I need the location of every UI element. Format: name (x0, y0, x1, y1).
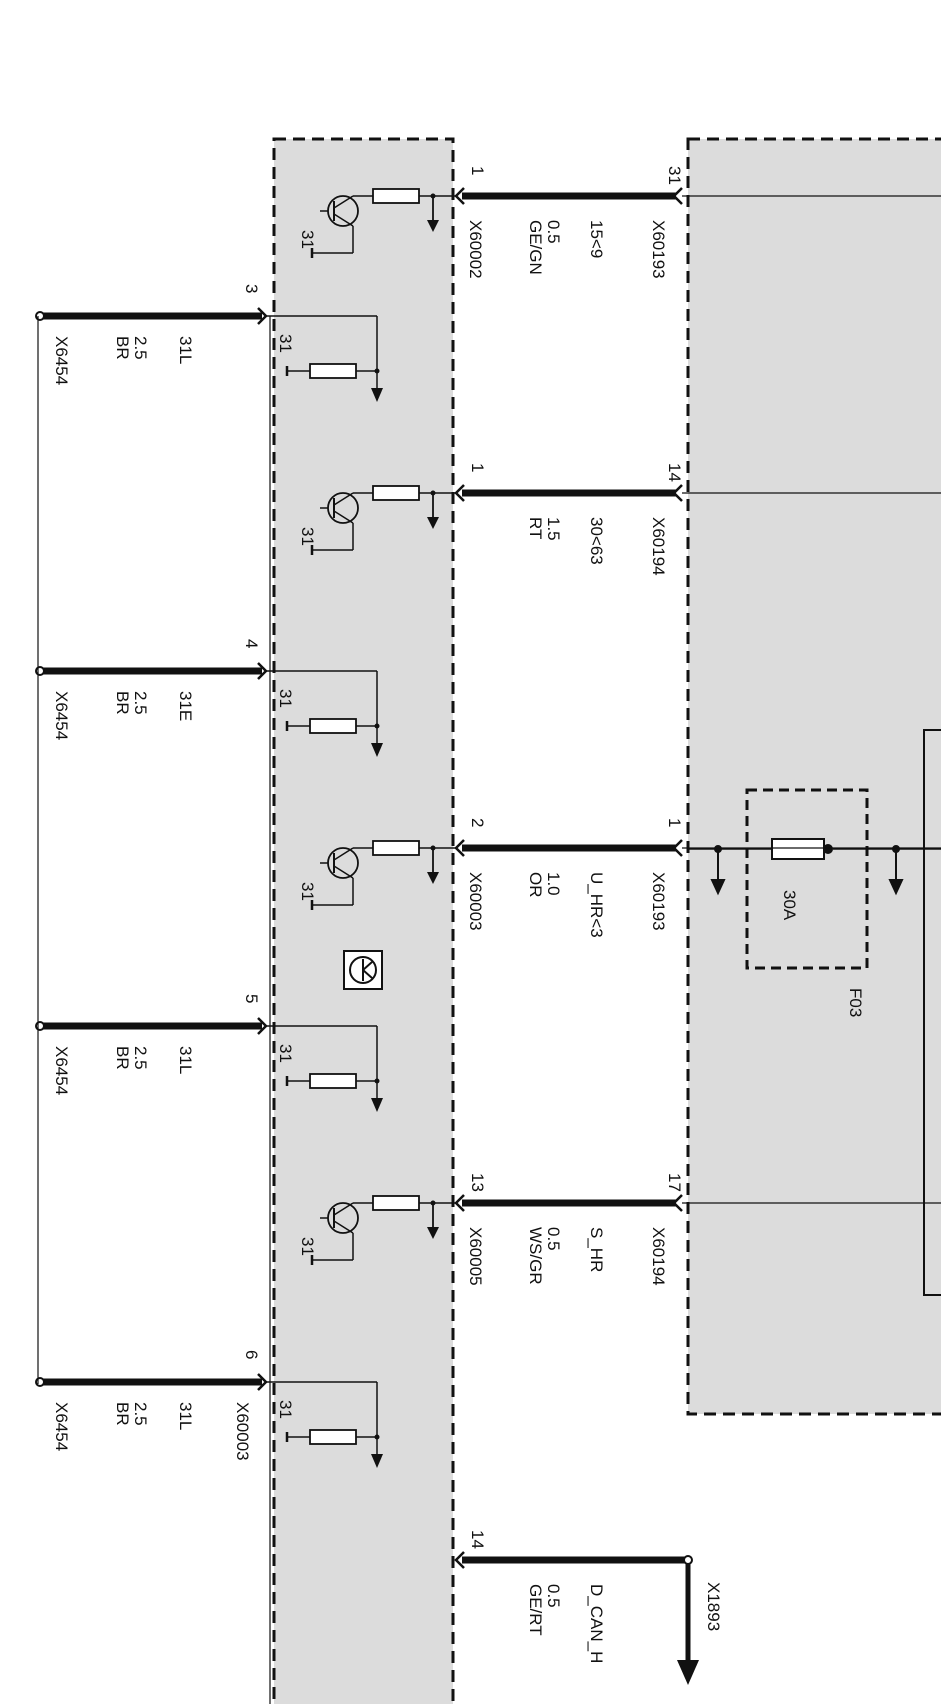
fuse-f03: 30A F03 (688, 788, 941, 1017)
signal-name: 30<63 (587, 517, 606, 565)
signal-name: U_HR<3 (587, 872, 606, 938)
pin-number-left: 1 (468, 463, 487, 472)
connector-label: X6454 (52, 1046, 71, 1095)
signal-name: 31E (176, 691, 195, 721)
wire-color: RT (526, 517, 545, 539)
connector-label: X6454 (52, 1402, 71, 1451)
pin-number: 6 (242, 1350, 261, 1359)
wire-size: 2.5 (131, 691, 150, 715)
connector-right: X60194 (649, 517, 668, 576)
ground-resistor-circuit: 31 (266, 1025, 383, 1112)
transistor-driver: 31 (298, 485, 456, 555)
ground-label: 31 (298, 230, 317, 249)
signal-name: 31L (176, 1402, 195, 1430)
pin-number-left: 2 (468, 818, 487, 827)
wire-size: 2.5 (131, 1046, 150, 1070)
transistor-driver: 31 (298, 1195, 456, 1265)
ground-label: 31 (298, 1237, 317, 1256)
left-module-box (272, 137, 455, 1704)
connector-left: X60003 (466, 872, 485, 931)
ground-label: 31 (298, 527, 317, 546)
ground-resistor-circuit: 31 (266, 315, 383, 402)
ground-resistor-circuit: 31 (266, 670, 383, 757)
connector-right: X60194 (649, 1227, 668, 1286)
connector-label: X6454 (52, 336, 71, 385)
connector-right: X60193 (649, 220, 668, 279)
wire-size: 0.5 (544, 1227, 563, 1251)
fuse-id: F03 (846, 988, 865, 1017)
pin-number-right: 14 (665, 463, 684, 482)
signal-name: 15<9 (587, 220, 606, 258)
transistor-driver: 31 (298, 188, 456, 258)
signal-name: 31L (176, 336, 195, 364)
pin-number: 3 (242, 284, 261, 293)
wire-size: 0.5 (544, 1584, 563, 1608)
pin-number: 4 (242, 639, 261, 648)
wire-size: 2.5 (131, 1402, 150, 1426)
ground-label: 31 (298, 882, 317, 901)
pin-number-left: 13 (468, 1173, 487, 1192)
wire-color: BR (113, 691, 132, 715)
fuse-ground-arrows (710, 845, 904, 896)
ground-label: 31 (276, 1400, 295, 1419)
pin-number-right: 17 (665, 1173, 684, 1192)
pin-number-left: 14 (468, 1530, 487, 1549)
connector-right: X1893 (704, 1582, 723, 1631)
pin-number: 5 (242, 994, 261, 1003)
pin-number-left: 1 (468, 166, 487, 175)
ground-label: 31 (276, 334, 295, 353)
inner-panel (923, 729, 941, 1296)
wire-color: GE/RT (526, 1584, 545, 1636)
transistor-driver: 31 (298, 840, 456, 910)
wire-size: 1.5 (544, 517, 563, 541)
fuse-rating: 30A (780, 890, 799, 921)
pin-number-right: 31 (665, 166, 684, 185)
wire-size: 0.5 (544, 220, 563, 244)
wire-color: OR (526, 872, 545, 898)
connector-right: X60193 (649, 872, 668, 931)
wire-color: BR (113, 1046, 132, 1070)
wire-size: 1.0 (544, 872, 563, 896)
signal-name: 31L (176, 1046, 195, 1074)
signal-name: S_HR (587, 1227, 606, 1272)
wire-color: WS/GR (526, 1227, 545, 1285)
right-module-box (686, 137, 941, 1416)
ground-label: 31 (276, 689, 295, 708)
connector-label: X6454 (52, 691, 71, 740)
pin-number-right: 1 (665, 818, 684, 827)
ground-resistor-circuit: 31 (266, 1381, 383, 1468)
connector-left: X60002 (466, 220, 485, 279)
connector-extra: X60003 (233, 1402, 252, 1461)
signal-name: D_CAN_H (587, 1584, 606, 1663)
sensor-symbol (343, 950, 383, 990)
connector-left: X60005 (466, 1227, 485, 1286)
ground-label: 31 (276, 1044, 295, 1063)
wire-color: GE/GN (526, 220, 545, 275)
wire-color: BR (113, 1402, 132, 1426)
wire-size: 2.5 (131, 336, 150, 360)
wire-color: BR (113, 336, 132, 360)
